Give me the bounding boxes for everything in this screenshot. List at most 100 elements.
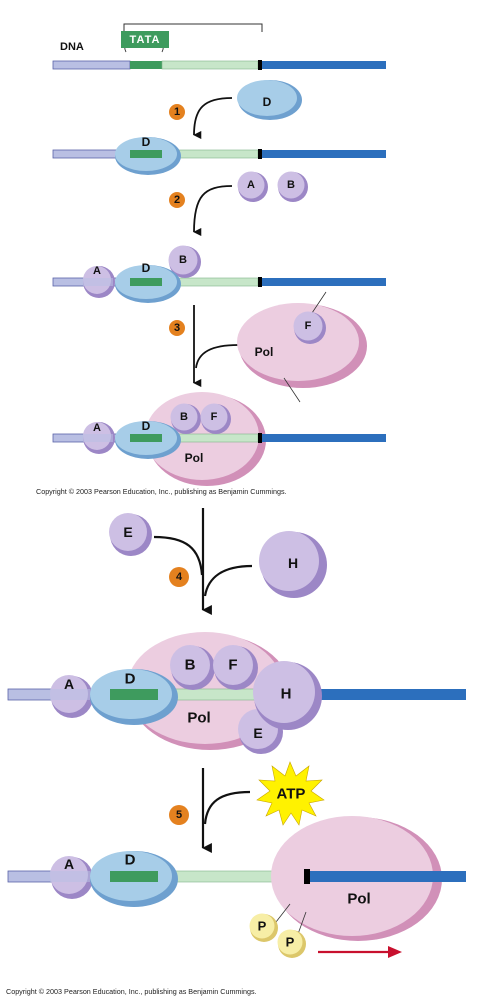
step-1-arrow bbox=[193, 97, 233, 140]
step-3-arrow-curve bbox=[195, 344, 239, 369]
factor-b-free: B bbox=[277, 171, 308, 202]
polymerase-label: Pol bbox=[185, 451, 204, 465]
factor-a-free-label: A bbox=[247, 179, 255, 191]
factor-d-free-label: D bbox=[263, 95, 272, 109]
step-2: 2 A B bbox=[169, 171, 308, 237]
step-2-arrow bbox=[193, 185, 233, 237]
step-3-badge bbox=[169, 320, 185, 336]
stage-2-dna: A B D bbox=[52, 245, 386, 303]
factor-e-free-label: E bbox=[123, 524, 132, 540]
factor-d-bound: D bbox=[115, 419, 181, 459]
transcription-start bbox=[258, 433, 262, 443]
transcription-start bbox=[304, 869, 310, 884]
factor-b-label: B bbox=[179, 254, 187, 266]
dna-strand-coding bbox=[308, 689, 466, 700]
factor-b-label: B bbox=[180, 411, 188, 423]
factor-d-bound: D bbox=[115, 261, 181, 303]
factor-d-label: D bbox=[142, 419, 151, 433]
pol-tail bbox=[283, 377, 301, 403]
factor-b-bound: B bbox=[168, 245, 201, 278]
step-3: 3 Pol F bbox=[169, 291, 367, 403]
factor-d-bound: D bbox=[90, 669, 178, 725]
stage-5-dna: A D Pol P P bbox=[7, 816, 466, 958]
phosphate-label-2: P bbox=[286, 935, 295, 950]
factor-d-label: D bbox=[125, 852, 136, 869]
factor-a-label: A bbox=[93, 422, 101, 434]
factor-b-label: B bbox=[185, 657, 196, 674]
step-4-arrow-left bbox=[153, 535, 204, 576]
transcription-start bbox=[258, 149, 262, 159]
step-2-number: 2 bbox=[174, 194, 180, 206]
factor-f-tail bbox=[309, 291, 327, 317]
step-3-number: 3 bbox=[174, 322, 180, 334]
factor-e-free: E bbox=[109, 513, 152, 556]
copyright-notice-bottom: Copyright © 2003 Pearson Education, Inc.… bbox=[6, 987, 257, 996]
factor-e-label: E bbox=[253, 725, 262, 741]
factor-f-bound: F bbox=[200, 403, 231, 434]
dna-strand-light bbox=[52, 60, 131, 70]
factor-b-bound: B bbox=[170, 645, 215, 690]
polymerase-label: Pol bbox=[187, 710, 210, 727]
step-4-badge bbox=[169, 567, 189, 587]
stage-4-dna: Pol A D B F E bbox=[7, 632, 466, 754]
factor-f-free: F bbox=[293, 311, 326, 344]
factor-d-free: D bbox=[237, 80, 302, 120]
step-1: 1 D bbox=[169, 80, 302, 140]
step-4-number: 4 bbox=[176, 571, 183, 583]
factor-f-bound: F bbox=[213, 645, 258, 690]
factor-h-free: H bbox=[259, 531, 327, 598]
factor-b-free-label: B bbox=[287, 179, 295, 191]
factor-h-bound: H bbox=[253, 661, 322, 730]
polymerase-free-label: Pol bbox=[255, 345, 274, 359]
factor-a-label: A bbox=[64, 676, 74, 692]
factor-d-label: D bbox=[125, 671, 136, 688]
step-5-number: 5 bbox=[176, 809, 182, 821]
transcription-start bbox=[258, 60, 262, 70]
polymerase-label: Pol bbox=[347, 891, 370, 908]
step-1-badge bbox=[169, 104, 185, 120]
dna-strand-coding bbox=[262, 434, 386, 442]
stage-3-dna: Pol A D B F bbox=[52, 392, 386, 486]
factor-f-free-label: F bbox=[305, 320, 312, 332]
atp-starburst bbox=[256, 761, 325, 826]
factor-a-bound: A bbox=[50, 856, 93, 899]
step-5-arrow-curve bbox=[203, 790, 251, 825]
step-5-badge bbox=[169, 805, 189, 825]
dna-strand-coding bbox=[262, 150, 386, 158]
phosphate-group-2: P bbox=[277, 911, 307, 958]
factor-f-label: F bbox=[211, 411, 218, 423]
tata-box bbox=[130, 61, 162, 69]
factor-h-free-label: H bbox=[288, 555, 298, 571]
dna-strand-coding bbox=[262, 61, 386, 69]
dna-strand-coding bbox=[262, 278, 386, 286]
factor-b-bound: B bbox=[170, 403, 201, 434]
step-4: 4 E H bbox=[109, 508, 327, 615]
factor-d-bound: D bbox=[115, 135, 181, 175]
phosphate-group-1: P bbox=[249, 903, 291, 942]
tata-box-label-bg bbox=[121, 31, 169, 48]
step-2-badge bbox=[169, 192, 185, 208]
factor-a-free: A bbox=[237, 171, 268, 202]
factor-d-label: D bbox=[142, 135, 151, 149]
factor-a-bound: A bbox=[83, 422, 115, 454]
step-1-number: 1 bbox=[174, 106, 180, 118]
factor-a-bound: A bbox=[50, 675, 93, 718]
tata-box-label: TATA bbox=[130, 34, 161, 46]
factor-f-label: F bbox=[228, 657, 237, 674]
stage-0-dna: DNA TATA bbox=[52, 23, 386, 70]
phosphate-label-1: P bbox=[258, 919, 267, 934]
factor-h-label: H bbox=[281, 686, 292, 703]
atp-label: ATP bbox=[277, 786, 306, 803]
factor-d-label: D bbox=[142, 261, 151, 275]
transcription-start bbox=[258, 277, 262, 287]
polymerase-free: Pol F bbox=[237, 291, 367, 403]
factor-a-label: A bbox=[64, 856, 74, 872]
dna-strand-coding bbox=[310, 871, 466, 882]
step-4-arrow-right bbox=[203, 564, 253, 597]
dna-label: DNA bbox=[60, 41, 84, 53]
factor-a-label: A bbox=[93, 265, 101, 277]
factor-d-bound: D bbox=[90, 851, 178, 907]
atp-burst: ATP bbox=[256, 761, 325, 826]
stage-1-dna: D bbox=[52, 135, 386, 175]
